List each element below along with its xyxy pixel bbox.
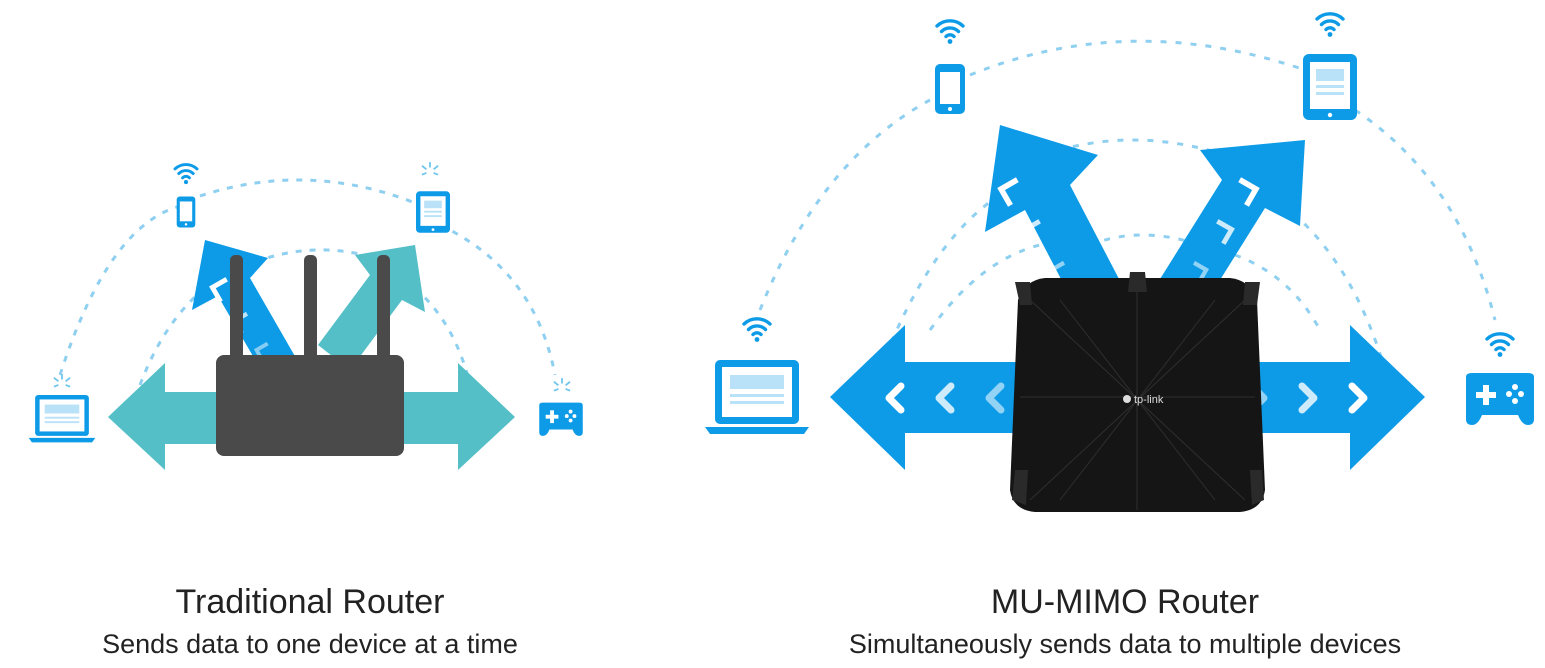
data-arrow-right <box>1235 325 1425 470</box>
mumimo-router-title: MU-MIMO Router <box>990 583 1260 621</box>
data-arrow-left <box>830 325 1020 470</box>
spark-icon <box>53 373 71 388</box>
tablet-icon <box>415 191 451 233</box>
gamepad-icon <box>539 402 583 436</box>
data-arrow-up-right <box>1150 140 1305 320</box>
laptop-icon <box>28 394 96 443</box>
traditional-router-title: Traditional Router <box>175 583 445 621</box>
phone-icon <box>176 196 196 228</box>
antenna <box>230 255 243 375</box>
wifi-icon <box>1485 332 1515 359</box>
traditional-router-diagram <box>28 161 583 470</box>
legacy-arrow-left <box>108 363 235 470</box>
mumimo-router-diagram: tp-link <box>705 12 1534 512</box>
legacy-arrow-right <box>385 363 515 470</box>
spark-icon <box>553 377 571 392</box>
spark-icon <box>420 161 440 176</box>
wifi-icon <box>173 163 199 186</box>
phone-icon <box>935 64 965 114</box>
laptop-icon <box>705 360 809 434</box>
mumimo-router: tp-link <box>1010 272 1265 512</box>
router-body <box>216 355 404 456</box>
traditional-router <box>216 255 404 456</box>
tablet-icon <box>1303 54 1357 120</box>
legacy-arrow-up-right <box>318 245 425 370</box>
wifi-icon <box>1315 12 1345 39</box>
traditional-router-description: Sends data to one device at a time <box>102 629 518 659</box>
gamepad-icon <box>1466 373 1534 425</box>
wifi-icon <box>742 317 772 344</box>
vent-pattern <box>1020 285 1255 510</box>
mumimo-router-description: Simultaneously sends data to multiple de… <box>848 629 1402 659</box>
data-arrow-up-left <box>985 125 1130 325</box>
antenna <box>304 255 317 375</box>
router-brand-label: tp-link <box>1134 394 1164 406</box>
wifi-icon <box>935 19 965 46</box>
active-arrow-up-left <box>192 240 300 382</box>
antenna <box>377 255 390 375</box>
